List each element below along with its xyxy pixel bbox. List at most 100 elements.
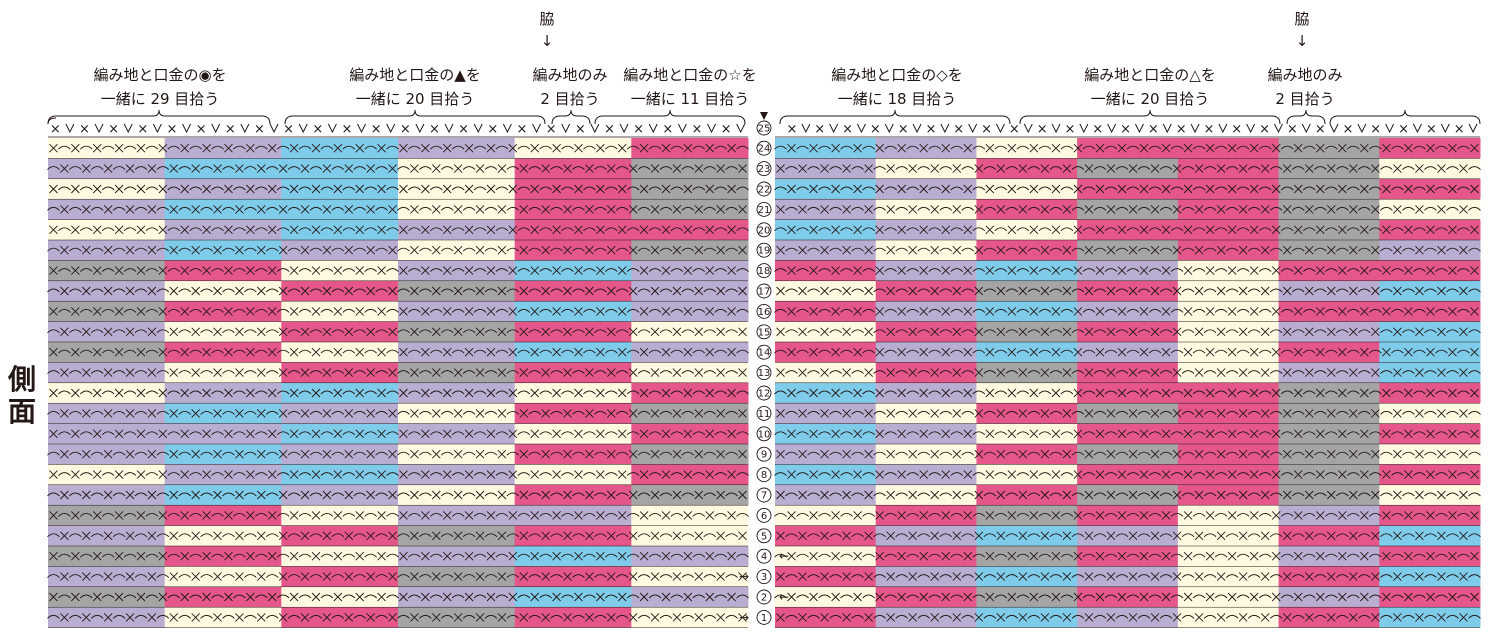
stitch-chain (495, 431, 509, 436)
stitch-x (541, 327, 550, 337)
stitch-chain (58, 431, 71, 436)
color-band-left (398, 382, 516, 404)
stitch-x (661, 266, 671, 275)
color-band-left (164, 505, 282, 526)
stitch-chain (1369, 186, 1382, 191)
row-number: 9 (761, 450, 767, 461)
row25-right-v (1274, 123, 1283, 134)
stitch-chain (950, 227, 964, 232)
stitch-chain (670, 308, 684, 313)
stitch-x (738, 368, 747, 377)
stitch-chain (1291, 247, 1305, 252)
stitch-x (1205, 184, 1215, 194)
row25-left-v (240, 123, 250, 134)
stitch-x (322, 286, 332, 296)
side-title-char-2: 面 (7, 395, 36, 428)
row25-right-v (1107, 123, 1117, 134)
color-band-left (281, 566, 399, 587)
stitch-x (1282, 205, 1292, 214)
stitch-chain (200, 247, 213, 252)
stitch-chain (972, 227, 986, 232)
stitch-chain (69, 410, 82, 415)
stitch-x (125, 327, 135, 337)
color-band-right (875, 586, 977, 608)
stitch-chain (90, 247, 104, 252)
stitch-x (267, 347, 277, 357)
stitch-x (333, 184, 343, 194)
stitch-x (798, 286, 807, 296)
color-band-left (164, 586, 282, 608)
stitch-x (519, 286, 529, 296)
color-band-right (1177, 301, 1280, 322)
color-band-left (631, 158, 749, 179)
row25-right-x: × (842, 122, 853, 137)
color-band-left (398, 199, 516, 220)
stitch-chain (561, 308, 574, 313)
color-band-left (631, 423, 749, 444)
color-band-right (1379, 607, 1481, 628)
stitch-x (1117, 307, 1127, 316)
color-band-right (1077, 240, 1179, 261)
color-band-right (875, 178, 977, 200)
stitch-chain (1358, 166, 1371, 170)
stitch-x (1172, 409, 1182, 418)
stitch-x (628, 164, 638, 173)
stitch-x (125, 368, 135, 377)
color-band-left (281, 301, 399, 322)
stitch-x (831, 388, 840, 398)
color-band-left (398, 444, 516, 465)
stitch-chain (1335, 166, 1349, 170)
stitch-x (787, 307, 796, 316)
stitch-x (787, 347, 796, 357)
stitch-x (1161, 388, 1171, 398)
stitch-x (996, 164, 1006, 173)
stitch-chain (648, 186, 662, 191)
stitch-chain (1214, 145, 1228, 150)
stitch-x (1293, 266, 1303, 275)
stitch-chain (244, 410, 257, 415)
stitch-chain (714, 390, 727, 395)
stitch-chain (1247, 410, 1261, 415)
stitch-chain (994, 145, 1008, 150)
stitch-chain (1358, 329, 1371, 334)
color-band-left (281, 444, 399, 465)
color-band-right (1177, 546, 1280, 567)
color-band-right (1278, 382, 1380, 404)
stitch-chain (1258, 268, 1272, 272)
stitch-x (410, 286, 419, 296)
stitch-x (202, 307, 211, 316)
stitch-chain (637, 329, 651, 334)
stitch-x (672, 286, 682, 296)
stitch-chain (681, 166, 695, 170)
stitch-x (809, 429, 818, 439)
stitch-x (919, 307, 929, 316)
stitch-chain (774, 390, 787, 395)
stitch-x (322, 327, 332, 337)
stitch-chain (69, 247, 82, 252)
stitch-x (705, 388, 715, 398)
stitch-x (1426, 143, 1435, 153)
stitch-x (738, 286, 747, 296)
stitch-x (1448, 143, 1457, 153)
stitch-chain (1269, 370, 1283, 374)
stitch-chain (637, 370, 651, 374)
color-band-left (631, 607, 749, 628)
stitch-x (886, 409, 895, 418)
stitch-chain (1115, 370, 1129, 374)
stitch-chain (703, 166, 717, 170)
stitch-chain (917, 247, 931, 252)
color-band-right (1278, 240, 1380, 261)
stitch-chain (961, 370, 975, 374)
color-band-right (775, 546, 877, 567)
stitch-chain (1457, 390, 1470, 395)
stitch-chain (1302, 268, 1316, 272)
stitch-chain (1170, 186, 1184, 191)
stitch-chain (703, 247, 717, 252)
stitch-x (114, 184, 124, 194)
color-band-right (1177, 444, 1280, 465)
row-number: 10 (758, 429, 771, 440)
stitch-x (311, 429, 321, 439)
stitch-chain (101, 186, 115, 191)
stitch-chain (1347, 268, 1360, 272)
stitch-x (552, 388, 561, 398)
